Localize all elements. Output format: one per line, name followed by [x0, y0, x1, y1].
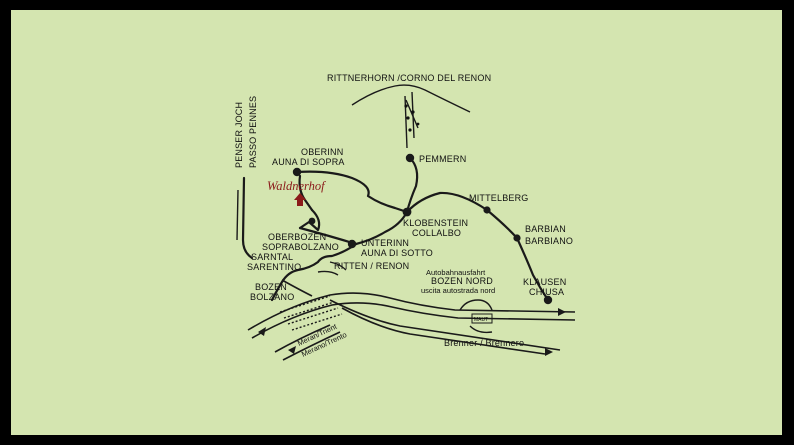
autobahn-label-1: Autobahnausfahrt — [426, 268, 486, 277]
hotel-label: Waldnerhof — [267, 179, 326, 193]
oberbozen-label-2: SOPRABOLZANO — [262, 242, 339, 252]
town-marker-oberinn — [292, 167, 302, 177]
town-marker-barbian — [513, 234, 521, 242]
town-marker-unterinn — [347, 239, 357, 249]
rittnerhorn-mountain — [351, 84, 471, 149]
town-marker-waldnerhof-road — [308, 217, 316, 225]
oberinn-label-2: AUNA DI SOPRA — [272, 157, 345, 167]
penser-label-2: PASSO PENNES — [248, 96, 258, 168]
toll-booth — [471, 313, 493, 324]
barbian-label-1: BARBIAN — [525, 224, 566, 234]
klobenstein-label-2: COLLALBO — [412, 228, 461, 238]
town-marker-mittelberg — [483, 206, 491, 214]
road-klobenstein-unterinn — [354, 210, 409, 246]
penser-label-1: PENSER JOCH — [234, 102, 244, 168]
oberbozen-label-1: OBERBOZEN — [268, 232, 326, 242]
road-pemmern-klobenstein — [405, 156, 419, 214]
unterinn-label-2: AUNA DI SOTTO — [361, 248, 433, 258]
town-marker-pemmern — [405, 153, 415, 163]
autobahn-label-3: uscita autostrada nord — [421, 286, 495, 295]
sarntal-label-2: SARENTINO — [247, 262, 301, 272]
ritten-label: RITTEN / RENON — [334, 261, 409, 271]
autobahn-label-2: BOZEN NORD — [431, 276, 493, 286]
road-oberinn-klobenstein — [295, 170, 409, 214]
klausen-label-2: CHIUSA — [529, 287, 564, 297]
house-marker-icon — [294, 193, 306, 206]
road-waldnerhof-oberbozen — [298, 208, 321, 232]
pemmern-label: PEMMERN — [419, 154, 466, 164]
oberinn-label-1: OBERINN — [301, 147, 343, 157]
highway-network — [247, 279, 576, 361]
unterinn-label-1: UNTERINN — [361, 238, 409, 248]
arrow-icon — [258, 308, 566, 356]
bozen-label-1: BOZEN — [255, 282, 287, 292]
road-ritten-serpentine — [270, 242, 358, 302]
town-marker-klausen — [543, 295, 553, 305]
road-barbian-klausen — [515, 236, 550, 302]
road-klobenstein-mittelberg — [405, 191, 489, 214]
sarntal-label-1: SARNTAL — [251, 252, 293, 262]
brenner-label: Brenner / Brennero — [444, 338, 524, 348]
mittelberg-label: MITTELBERG — [469, 193, 529, 203]
map-panel — [11, 10, 782, 435]
barbian-label-2: BARBIANO — [525, 236, 573, 246]
bozen-label-2: BOLZANO — [250, 292, 294, 302]
klausen-label-1: KLAUSEN — [523, 277, 566, 287]
road-mittelberg-barbian — [485, 208, 519, 240]
klobenstein-label-1: KLOBENSTEIN — [403, 218, 468, 228]
town-marker-klobenstein — [402, 207, 412, 217]
penser-road — [241, 176, 254, 260]
toll-label: MAUT — [474, 317, 488, 323]
rittnerhorn-label: RITTNERHORN /CORNO DEL RENON — [327, 73, 491, 83]
